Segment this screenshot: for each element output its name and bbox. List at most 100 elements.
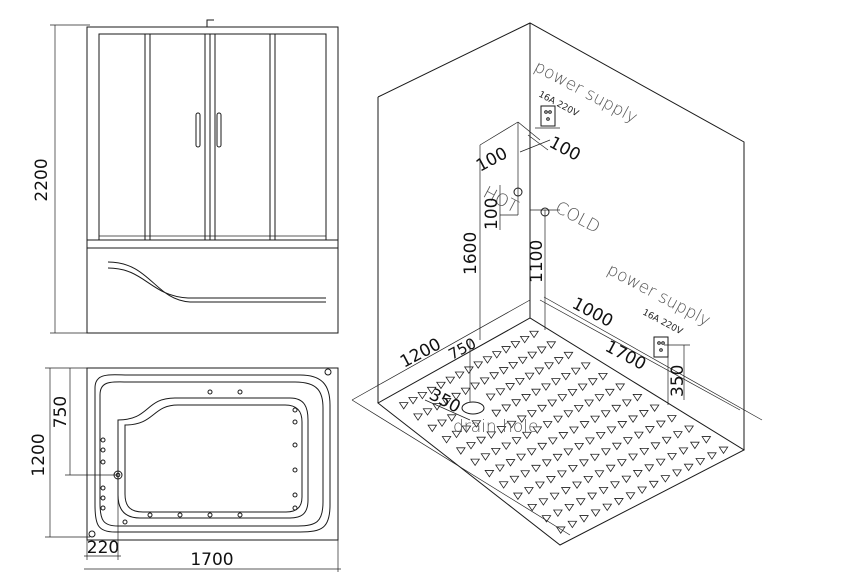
- floor-tile-triangle: [660, 475, 671, 483]
- floor-tile-triangle: [701, 436, 712, 444]
- floor-tile-triangle: [441, 436, 452, 444]
- floor-tile-triangle: [532, 426, 543, 434]
- floor-tile-triangle: [521, 394, 532, 402]
- floor-tile-triangle: [538, 498, 549, 506]
- floor-tile-triangle: [610, 481, 620, 489]
- jets: [100, 389, 298, 525]
- floor-tile-triangle: [545, 476, 556, 484]
- floor-tile-triangle: [490, 447, 501, 456]
- floor-tile-triangle: [638, 410, 649, 418]
- floor-tile-triangle: [574, 442, 585, 451]
- floor-tile-triangle: [650, 442, 661, 450]
- floor-tile-triangle: [455, 447, 466, 455]
- floor-tile-triangle: [558, 432, 569, 440]
- floor-tile-triangle: [563, 351, 574, 360]
- floor-tile-triangle: [598, 487, 609, 495]
- door-handle-right: [216, 112, 222, 148]
- hot-tap: [513, 187, 523, 197]
- floor-tile-triangle: [706, 452, 717, 460]
- floor-tile-triangle: [498, 367, 509, 375]
- dim-1700: 1700: [602, 337, 650, 375]
- floor-tile-triangle: [482, 356, 493, 364]
- floor-tile-triangle: [470, 458, 481, 467]
- floor-tile-triangle: [446, 414, 457, 422]
- floor-tile-triangle: [552, 509, 563, 518]
- floor-tile-triangle: [666, 415, 677, 423]
- floor-tile-triangle: [560, 487, 571, 495]
- floor-tile-triangle: [602, 503, 613, 512]
- floor-tile-triangle: [526, 410, 537, 418]
- floor-tile-triangle: [505, 459, 516, 467]
- floor-tile-triangle: [486, 431, 497, 439]
- floor-tile-triangle: [615, 383, 626, 391]
- floor-tile-triangle: [557, 394, 568, 402]
- floor-tile-triangle: [460, 387, 471, 396]
- dim-1600: 1600: [461, 232, 481, 275]
- floor-tile-triangle: [494, 464, 505, 473]
- floor-tile-triangle: [489, 372, 500, 380]
- drain-hole-label: drain hole: [453, 417, 538, 437]
- floor-tile-triangle: [463, 366, 474, 374]
- top-view: 1200 750 220 1700: [29, 367, 341, 572]
- floor-tile-triangle: [553, 357, 564, 365]
- floor-tile-triangle: [509, 475, 520, 484]
- floor-tile-triangle: [417, 392, 428, 400]
- floor-tile-triangle: [445, 376, 456, 385]
- floor-tile-triangle: [451, 430, 462, 439]
- floor-tile-triangle: [541, 515, 552, 523]
- floor-tile-triangle: [563, 410, 574, 418]
- floor-tile-triangle: [451, 392, 462, 401]
- floor-tile-triangle: [632, 394, 643, 402]
- floor-tile-triangle: [436, 381, 446, 390]
- floor-tile-triangle: [408, 397, 418, 405]
- floor-tile-triangle: [461, 425, 472, 434]
- floor-tile-triangle: [422, 408, 433, 416]
- floor-tile-triangle: [577, 383, 588, 392]
- floor-tile-triangle: [579, 515, 589, 523]
- floor-tile-triangle: [432, 403, 442, 411]
- floor-tile-triangle: [536, 346, 547, 354]
- dim-1200: 1200: [397, 334, 445, 372]
- floor-tile-triangle: [594, 394, 605, 402]
- floor-tile-triangle: [556, 470, 567, 478]
- floor-tile-triangle: [527, 503, 538, 512]
- floor-tile-triangle: [516, 453, 527, 462]
- floor-tile-triangle: [550, 378, 561, 386]
- floor-tile-triangle: [485, 393, 496, 401]
- floor-tile-triangle: [516, 415, 527, 423]
- tub-drain: [113, 470, 123, 480]
- top-width-label: 1700: [190, 550, 233, 570]
- floor-tile-triangle: [537, 404, 547, 413]
- dim-1100: 1100: [527, 240, 547, 283]
- floor-tile-triangle: [529, 330, 539, 339]
- power-outlet-right: [653, 336, 669, 358]
- floor-tile-triangle: [496, 426, 507, 434]
- floor-tile-triangle: [597, 372, 608, 381]
- floor-tile-triangle: [427, 424, 438, 433]
- floor-tile-triangle: [568, 426, 579, 435]
- floor-tile-triangle: [506, 420, 517, 429]
- top-depth-label: 1200: [29, 433, 49, 476]
- floor-tile-triangle: [575, 498, 586, 506]
- floor-tile-triangle: [398, 402, 409, 410]
- dim-750: 750: [445, 334, 479, 363]
- door-handle-left: [195, 112, 201, 148]
- floor-tile-triangle: [491, 409, 502, 418]
- floor-tile-triangle: [531, 388, 541, 397]
- floor-tile-triangle: [587, 378, 598, 386]
- floor-tile-triangle: [546, 341, 557, 349]
- floor-tile-triangle: [441, 398, 452, 406]
- floor-tile-triangle: [521, 431, 532, 440]
- dim-100-c: 100: [482, 198, 502, 230]
- floor-tile-triangle: [466, 442, 476, 450]
- cold-tap: [540, 207, 550, 217]
- power-outlet-top: [540, 105, 556, 127]
- floor-tile-triangle: [512, 492, 523, 501]
- floor-tile-triangle: [495, 388, 506, 396]
- floor-tile-triangle: [655, 458, 666, 467]
- floor-tile-triangle: [632, 470, 643, 478]
- floor-tile-triangle: [511, 437, 522, 445]
- floor-tile-triangle: [520, 470, 531, 478]
- floor-tile-triangle: [589, 453, 600, 462]
- floor-tile-triangle: [590, 415, 601, 424]
